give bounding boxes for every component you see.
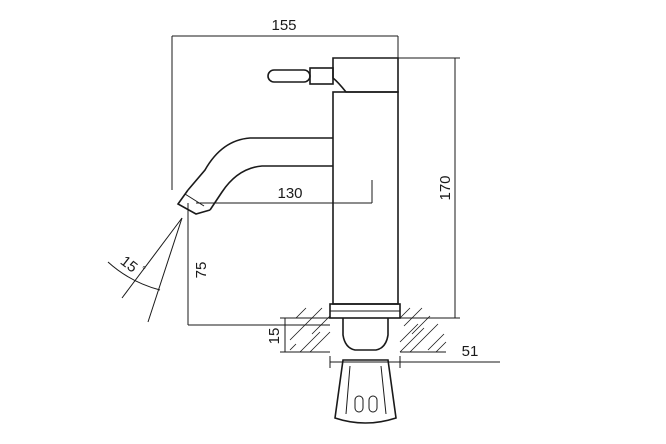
dim-spout-angle-unit: °	[137, 264, 147, 275]
dimension-lines	[107, 35, 500, 368]
dim-spout-angle: 15 °	[117, 253, 147, 277]
spout	[187, 137, 333, 191]
dim-base-diameter: 51	[462, 343, 479, 360]
dim-overall-width: 155	[271, 17, 296, 34]
handle-lever	[267, 69, 311, 83]
lever-mount	[332, 57, 399, 93]
dim-spout-outlet-height: 75	[193, 262, 210, 279]
spout-tip	[176, 189, 211, 215]
bottom-shank	[342, 318, 389, 351]
dim-height: 170	[437, 175, 454, 200]
faucet-body	[332, 91, 399, 305]
handle-collar	[309, 67, 334, 85]
dim-base-height: 15	[266, 328, 283, 345]
dim-spout-angle-value: 15	[117, 253, 141, 277]
mounting-nut	[334, 359, 397, 424]
dim-spout-reach: 130	[277, 185, 302, 202]
countertop-hatching	[289, 307, 447, 353]
faucet-outline	[176, 57, 401, 351]
